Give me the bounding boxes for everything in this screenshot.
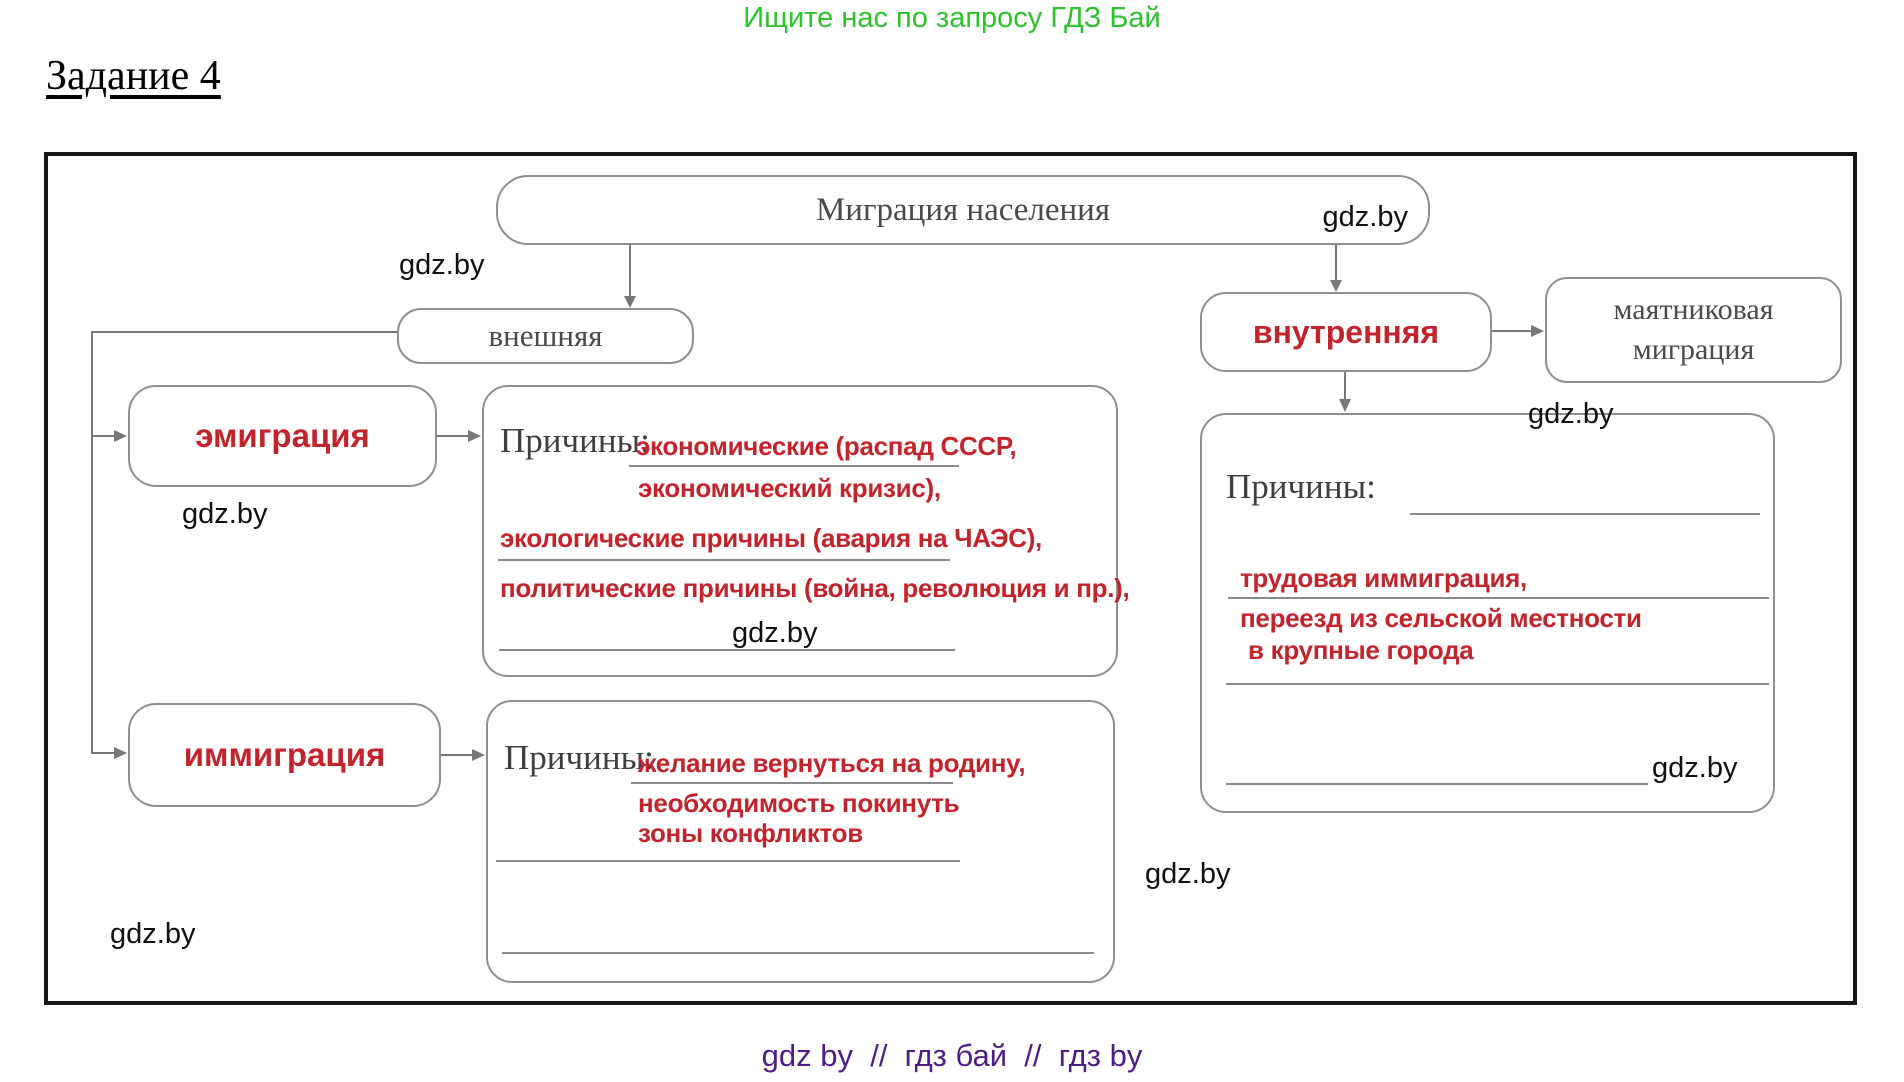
answer-line: переезд из сельской местности xyxy=(1240,603,1642,633)
answer-line: экономический кризис), xyxy=(638,473,941,503)
node-external: внешняя xyxy=(397,308,694,364)
watermark-below-emigration: gdz.by xyxy=(182,498,268,530)
answer-line: в крупные города xyxy=(1248,635,1474,665)
watermark-internal-reasons-bottom: gdz.by xyxy=(1652,752,1738,784)
answer-line: зоны конфликтов xyxy=(638,818,863,848)
answer-line: необходимость покинуть xyxy=(638,788,960,818)
blank-line xyxy=(1226,783,1648,785)
blank-line xyxy=(1410,513,1760,515)
task-title: Задание 4 xyxy=(46,53,221,99)
node-immigration: иммиграция xyxy=(128,703,441,807)
blank-line xyxy=(1228,597,1769,599)
node-immigration-label: иммиграция xyxy=(183,736,386,773)
node-migration-root: Миграция населения gdz.by xyxy=(496,175,1430,245)
blank-line xyxy=(496,860,960,862)
reasons-title: Причины: xyxy=(504,738,654,777)
answer-line: политические причины (война, революция и… xyxy=(500,573,1130,603)
node-internal-label: внутренняя xyxy=(1252,313,1440,350)
immigration-reasons-box: Причины: желание вернуться на родину, не… xyxy=(486,700,1115,983)
node-emigration-label: эмиграция xyxy=(195,417,370,454)
pendulum-line2: миграция xyxy=(1632,333,1755,366)
node-migration-root-label: Миграция населения xyxy=(815,191,1111,228)
answer-line: трудовая иммиграция, xyxy=(1240,563,1527,593)
node-pendulum-migration: маятниковая миграция xyxy=(1545,277,1842,383)
pendulum-line1: маятниковая xyxy=(1613,293,1774,326)
answer-line: экологические причины (авария на ЧАЭС), xyxy=(500,523,1042,553)
node-pendulum-label: маятниковая миграция xyxy=(1613,290,1773,370)
blank-line xyxy=(1226,683,1769,685)
watermark-internal-reasons-top: gdz.by xyxy=(1528,398,1614,430)
blank-line xyxy=(631,782,953,784)
answer-line: желание вернуться на родину, xyxy=(638,748,1026,778)
footer-text: gdz by // гдз бай // гдз by xyxy=(761,1038,1143,1073)
internal-reasons-box: Причины: трудовая иммиграция, переезд из… xyxy=(1200,413,1775,813)
blank-line xyxy=(502,952,1094,954)
blank-line xyxy=(499,649,955,651)
watermark-emigration-reasons: gdz.by xyxy=(732,617,818,649)
node-emigration: эмиграция xyxy=(128,385,437,487)
watermark-right-of-immigration-reasons: gdz.by xyxy=(1145,858,1231,890)
reasons-title: Причины: xyxy=(500,421,650,460)
promo-banner: Ищите нас по запросу ГДЗ Бай xyxy=(743,2,1161,34)
watermark-root-box: gdz.by xyxy=(1322,201,1408,233)
answer-line: экономические (распад СССР, xyxy=(636,431,1017,461)
watermark-above-external: gdz.by xyxy=(399,249,485,281)
blank-line xyxy=(498,559,950,561)
watermark-bottom-left: gdz.by xyxy=(110,918,196,950)
node-internal: внутренняя xyxy=(1200,292,1492,372)
node-external-label: внешняя xyxy=(488,318,603,353)
blank-line xyxy=(629,465,959,467)
reasons-title: Причины: xyxy=(1226,467,1376,506)
emigration-reasons-box: Причины: экономические (распад СССР, эко… xyxy=(482,385,1130,677)
